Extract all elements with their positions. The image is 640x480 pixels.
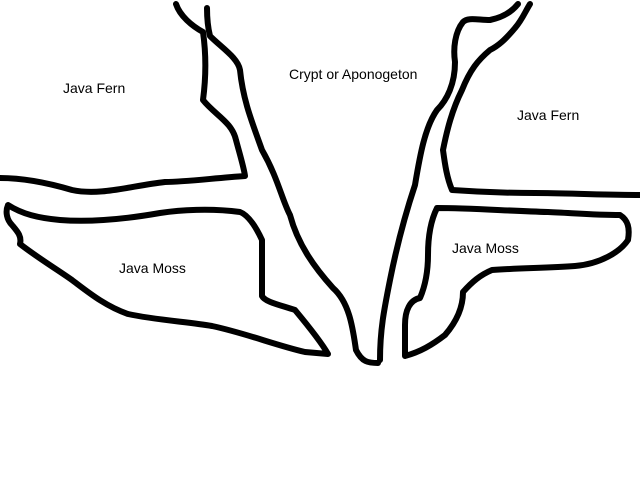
- java-moss-left-label: Java Moss: [119, 260, 186, 276]
- left-upper-boundary-line: [0, 1, 248, 195]
- left-main-ridge-line: [204, 5, 381, 366]
- left-moss-bed-outline: [3, 202, 331, 357]
- center-plant-label: Crypt or Aponogeton: [289, 66, 418, 82]
- right-upper-boundary-line: [440, 1, 640, 198]
- java-moss-right-label: Java Moss: [452, 240, 519, 256]
- right-main-ridge-line: [377, 1, 521, 363]
- java-fern-left-label: Java Fern: [63, 80, 126, 96]
- java-fern-right-label: Java Fern: [517, 107, 580, 123]
- right-moss-bed-outline: [402, 205, 632, 359]
